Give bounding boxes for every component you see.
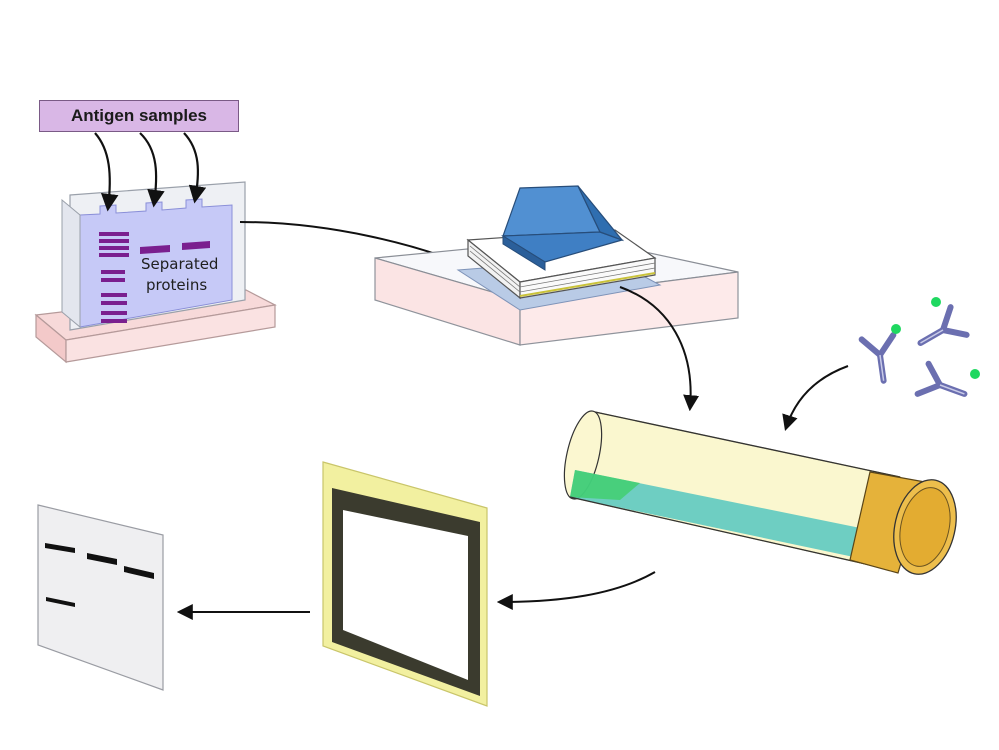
tube-to-film-arrow — [496, 571, 656, 610]
separated-proteins-label-line1: Separated — [141, 255, 218, 273]
x-ray-film-frame-icon — [322, 461, 488, 707]
antibody-to-tube-arrow — [782, 365, 849, 432]
transfer-to-tube-arrow — [619, 286, 700, 412]
antigen-samples-label: Antigen samples — [39, 100, 239, 132]
labeled-antibody-icon — [862, 297, 980, 409]
separated-proteins-label-line2: proteins — [146, 276, 207, 294]
sample-loading-arrows — [94, 132, 207, 212]
incubation-tube-icon — [563, 410, 957, 575]
developed-blot-icon — [37, 504, 164, 691]
sds-page-gel-icon — [34, 181, 277, 364]
blotting-transfer-stack-icon — [374, 185, 739, 346]
